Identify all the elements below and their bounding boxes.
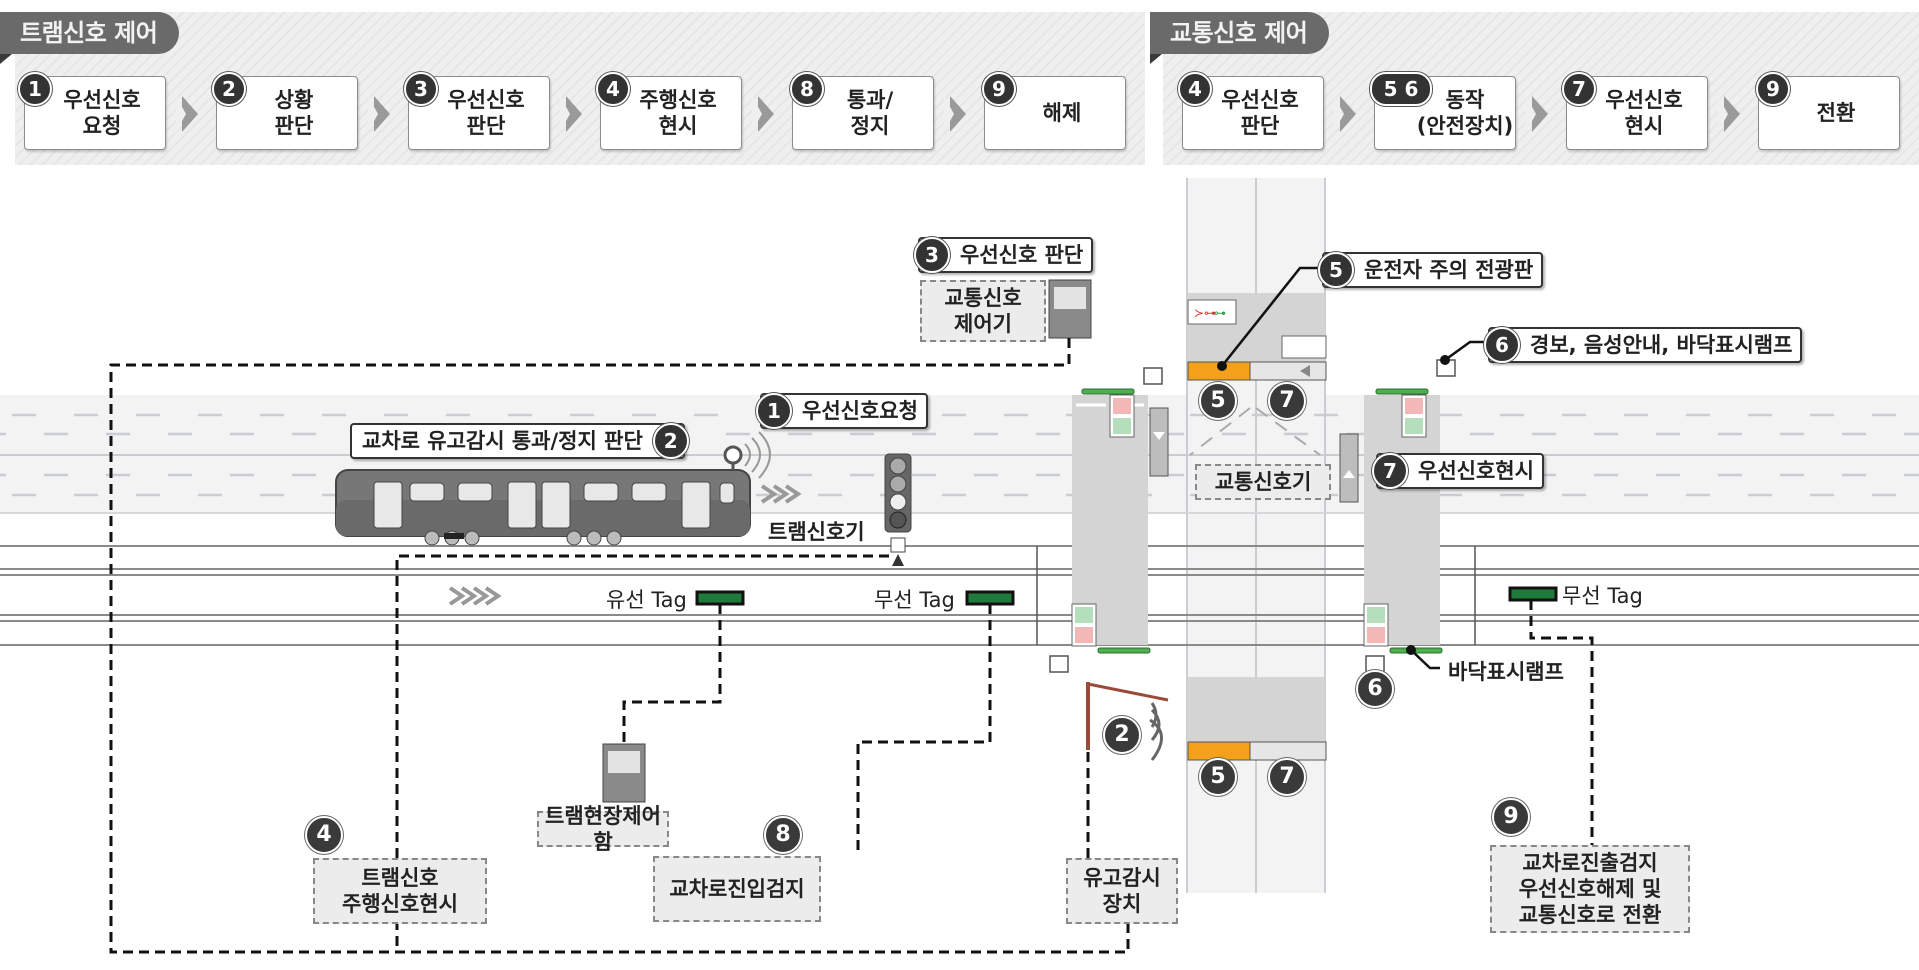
tram-step-3-number: 3 — [404, 72, 438, 106]
pedestrian-signal: ≻⊶ ⊶ — [1187, 299, 1237, 325]
wired-tag — [695, 590, 745, 606]
pedestrian-signal — [1363, 603, 1389, 647]
traffic-controller-cabinet — [1048, 279, 1092, 339]
pedestrian-signal — [1281, 335, 1327, 359]
chevron-right-icon — [944, 96, 966, 132]
chevron-right-icon — [368, 96, 390, 132]
callout-number: 1 — [756, 393, 792, 429]
tram-step-5-number: 8 — [790, 72, 824, 106]
chevron-right-icon — [1718, 96, 1740, 132]
svg-text:≻⊶: ≻⊶ — [1194, 306, 1216, 320]
chevron-right-icon — [176, 96, 198, 132]
callout-priority-request: 1 우선신호요청 — [756, 393, 928, 429]
tram-rails — [0, 545, 1919, 646]
traffic-step-1: 우선신호 판단 — [1182, 76, 1324, 150]
chevron-right-icon — [752, 96, 774, 132]
step-badge-8: 8 — [764, 816, 802, 854]
callout-intersection-monitor: 교차로 유고감시 통과/정지 판단 2 — [350, 423, 689, 459]
communication-lines — [109, 338, 1594, 954]
incident-device-box: 유고감시 장치 — [1066, 858, 1178, 924]
callout-number: 2 — [652, 423, 689, 459]
speaker-icon — [1049, 359, 1456, 673]
pedestrian-signal — [1109, 394, 1135, 438]
chevron-right-icon — [1334, 96, 1356, 132]
traffic-step-3-number: 7 — [1562, 72, 1596, 106]
step-badge-7-bottom: 7 — [1268, 758, 1306, 796]
callout-number: 7 — [1372, 453, 1408, 489]
entry-detection-box: 교차로진입검지 — [653, 856, 821, 922]
traffic-step-4-number: 9 — [1756, 72, 1790, 106]
step-badge-7-top: 7 — [1268, 382, 1306, 420]
incident-detection-pole — [1086, 682, 1169, 761]
floor-lamps — [1081, 388, 1443, 654]
leader-dot — [1406, 645, 1416, 655]
traffic-step-1-number: 4 — [1178, 72, 1212, 106]
svg-text:⊶: ⊶ — [1214, 306, 1226, 320]
callout-number: 6 — [1484, 327, 1520, 363]
direction-chevrons — [448, 484, 802, 606]
tram-field-control-box — [602, 743, 646, 803]
tram-signal — [884, 453, 912, 566]
crosswalk-bottom — [1187, 677, 1325, 747]
traffic-signal-head — [1149, 407, 1169, 477]
wireless-tag — [1508, 586, 1558, 602]
wired-tag-label: 유선 Tag — [606, 588, 687, 612]
pedestrian-signal — [1071, 603, 1097, 647]
callout-number: 5 — [1318, 252, 1354, 288]
vms-board-top — [1187, 361, 1327, 381]
tram-signal-display-box: 트램신호 주행신호현시 — [313, 858, 487, 924]
callout-driver-vms: 5 운전자 주의 전광판 — [1318, 252, 1544, 288]
traffic-signal-head — [1339, 433, 1359, 503]
step-badge-5-top: 5 — [1199, 382, 1237, 420]
tram-signal-label: 트램신호기 — [768, 520, 865, 544]
step-badge-5-bottom: 5 — [1199, 758, 1237, 796]
step-badge-6: 6 — [1356, 670, 1394, 708]
tram-control-panel — [15, 12, 1145, 165]
leader-lines — [1221, 266, 1490, 670]
traffic-controller-box: 교통신호 제어기 — [920, 280, 1046, 342]
tram-step-6-number: 9 — [982, 72, 1016, 106]
tram-step-4-number: 4 — [596, 72, 630, 106]
callout-priority-judgement: 3 우선신호 판단 — [914, 237, 1094, 273]
traffic-signal-box: 교통신호기 — [1195, 464, 1331, 500]
vms-board-bottom — [1187, 741, 1327, 761]
pedestrian-signal — [1401, 394, 1427, 438]
traffic-step-2-number: 5 6 — [1370, 72, 1432, 106]
step-badge-2: 2 — [1103, 716, 1141, 754]
step-badge-9: 9 — [1492, 798, 1530, 836]
callout-number: 3 — [914, 237, 950, 273]
wireless-tag — [965, 590, 1015, 606]
traffic-control-title: 교통신호 제어 — [1150, 12, 1330, 64]
tram-field-box-label: 트램현장제어함 — [537, 804, 669, 854]
tram-step-2-number: 2 — [212, 72, 246, 106]
wireless-tag-label: 무선 Tag — [1562, 584, 1643, 608]
exit-detection-box: 교차로진출검지 우선신호해제 및 교통신호로 전환 — [1490, 845, 1690, 933]
tram-control-title: 트램신호 제어 — [0, 12, 180, 64]
turn-paths — [1189, 407, 1321, 456]
leader-dot — [1217, 361, 1227, 371]
tram — [335, 431, 771, 546]
wireless-tag-label: 무선 Tag — [874, 588, 955, 612]
leader-dot — [1440, 355, 1450, 365]
tram-step-1-number: 1 — [18, 72, 52, 106]
callout-alarm: 6 경보, 음성안내, 바닥표시램프 — [1484, 327, 1803, 363]
step-badge-4: 4 — [305, 816, 343, 854]
chevron-right-icon — [560, 96, 582, 132]
chevron-right-icon — [1526, 96, 1548, 132]
lane-dashes — [0, 413, 1919, 497]
floor-lamp-label: 바닥표시램프 — [1448, 660, 1564, 684]
callout-priority-display: 7 우선신호현시 — [1372, 453, 1544, 489]
